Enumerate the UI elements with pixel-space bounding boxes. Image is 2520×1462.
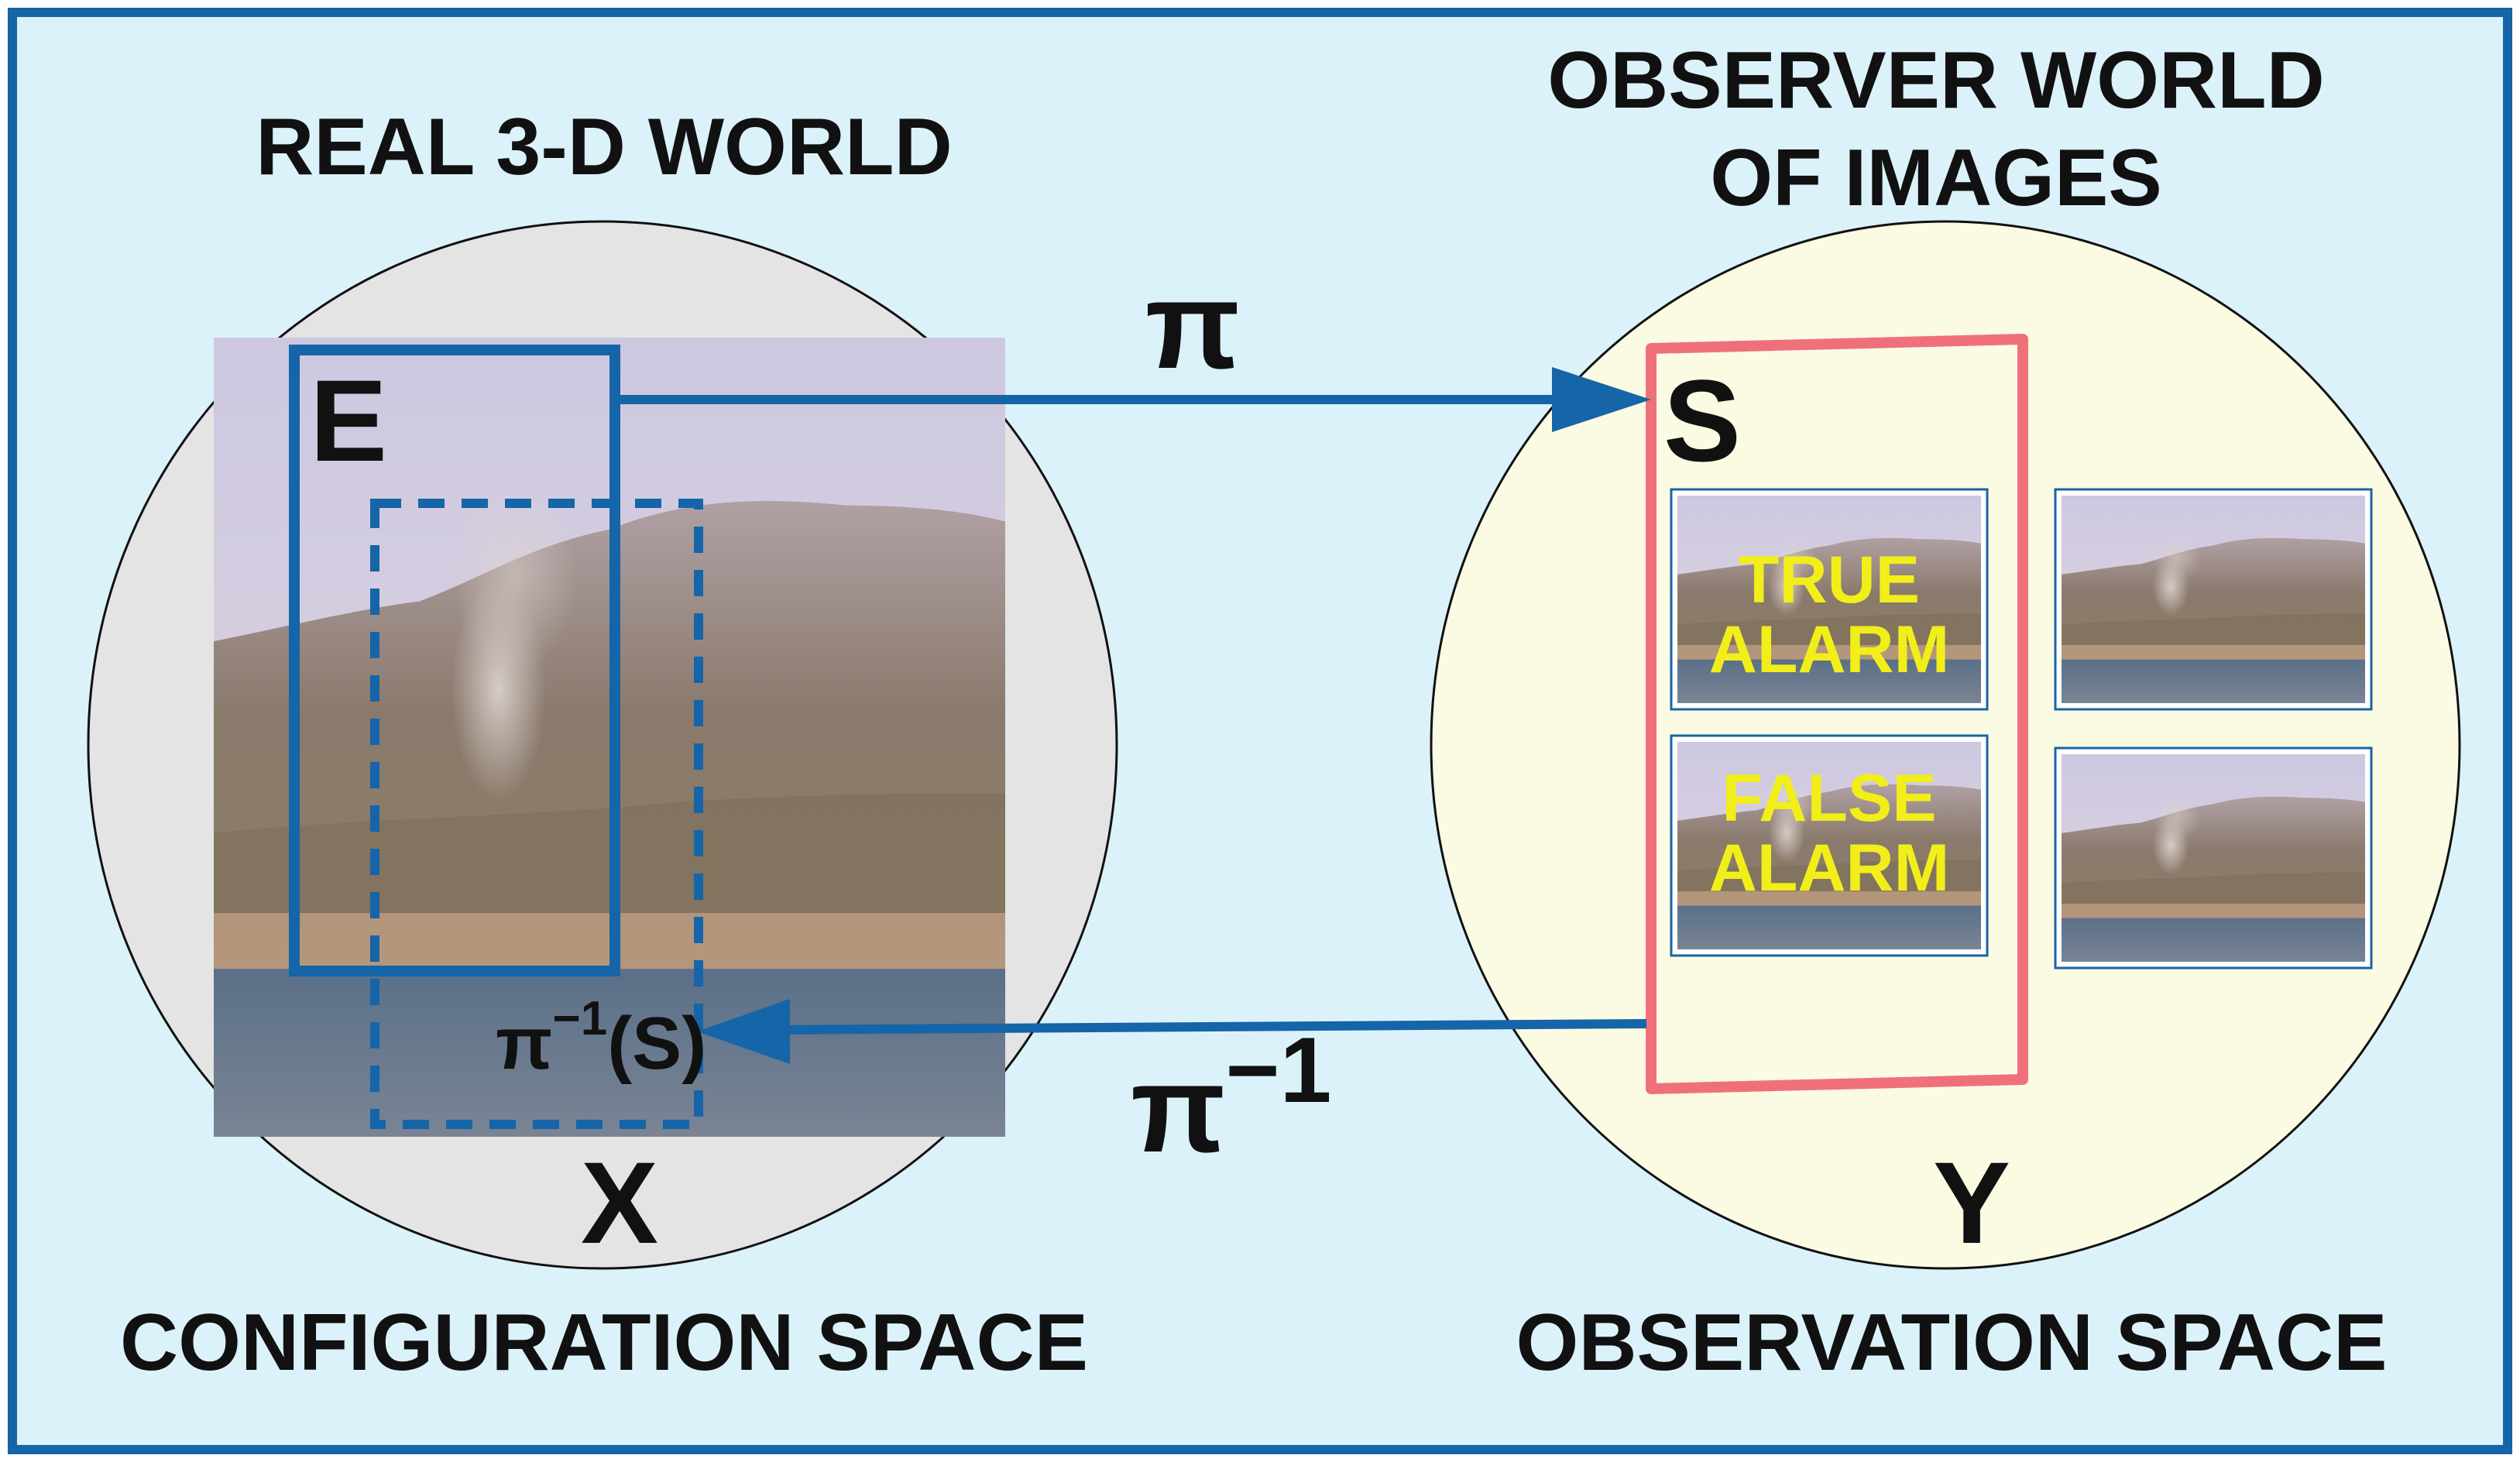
true-alarm-caption: TRUE ALARM: [1677, 545, 1981, 685]
observation-space-caption: OBSERVATION SPACE: [1516, 1298, 2388, 1388]
set-label-s: S: [1663, 355, 1742, 486]
thumbnail-true-alarm: [1670, 488, 1989, 711]
right-title-line2: OF IMAGES: [1710, 133, 2162, 223]
configuration-space-symbol: X: [580, 1138, 659, 1268]
true-alarm-line2: ALARM: [1708, 613, 1950, 688]
inverse-map-superscript: −1: [1225, 1018, 1332, 1122]
inverse-map-arrow: [697, 999, 1647, 1064]
thumbnail-image-4: [2054, 746, 2373, 970]
true-alarm-line1: TRUE: [1738, 543, 1921, 617]
configuration-space-caption: CONFIGURATION SPACE: [120, 1298, 1088, 1388]
thumbnail-image-3: [2054, 488, 2373, 711]
event-region-e: [289, 345, 620, 976]
preimage-superscript: −1: [552, 992, 608, 1045]
preimage-region: [370, 499, 703, 1129]
preimage-label: π−1(S): [496, 995, 706, 1081]
false-alarm-line2: ALARM: [1708, 831, 1950, 906]
observation-space-symbol: Y: [1932, 1138, 2011, 1268]
thumbnail-false-alarm: [1670, 734, 1989, 957]
left-title: REAL 3-D WORLD: [256, 102, 953, 192]
set-s-region: [1646, 334, 2028, 1094]
preimage-argument: (S): [607, 1002, 707, 1085]
right-title-line1: OBSERVER WORLD: [1547, 36, 2325, 125]
false-alarm-caption: FALSE ALARM: [1677, 764, 1981, 904]
preimage-symbol: π: [496, 1002, 553, 1085]
inverse-map-label: π−1: [1131, 1024, 1440, 1171]
forward-map-arrow: [620, 367, 1651, 432]
event-label-e: E: [310, 355, 388, 486]
forward-map-label: π: [1145, 256, 1241, 394]
false-alarm-line1: FALSE: [1722, 761, 1937, 836]
inverse-map-symbol: π: [1131, 1039, 1226, 1178]
